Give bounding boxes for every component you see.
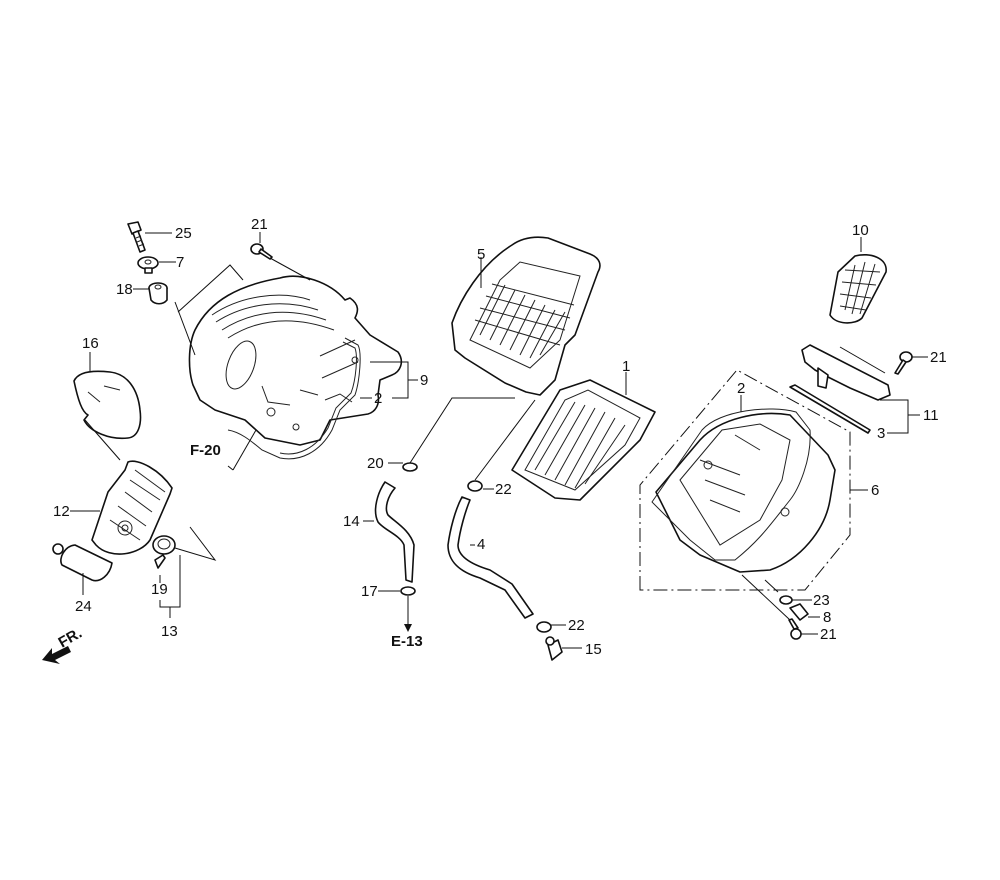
callout-21-top[interactable]: 21 [251, 216, 268, 233]
callout-23[interactable]: 23 [813, 592, 830, 609]
hose-clamp-small[interactable] [152, 535, 176, 555]
callout-18[interactable]: 18 [116, 281, 133, 298]
callout-5[interactable]: 5 [477, 246, 485, 263]
hose-clamp-22-lower[interactable] [536, 621, 552, 633]
air-cleaner-element[interactable] [511, 379, 656, 501]
callout-16[interactable]: 16 [82, 335, 99, 352]
callout-8[interactable]: 8 [823, 609, 831, 626]
callout-15[interactable]: 15 [585, 641, 602, 658]
callout-2-upper[interactable]: 2 [374, 390, 382, 407]
case-screw-icon [788, 618, 802, 640]
callout-19[interactable]: 19 [151, 581, 168, 598]
breather-hose-14[interactable] [374, 481, 415, 583]
callout-22-lower[interactable]: 22 [568, 617, 585, 634]
air-cleaner-element-holder[interactable] [451, 236, 601, 396]
intake-duct[interactable] [91, 460, 173, 555]
seal-strip-3[interactable] [789, 384, 871, 434]
callout-25[interactable]: 25 [175, 225, 192, 242]
screw-icon [250, 243, 273, 260]
callout-17[interactable]: 17 [361, 583, 378, 600]
hose-clamp-22-upper[interactable] [467, 480, 483, 492]
callout-1[interactable]: 1 [622, 358, 630, 375]
o-ring-23[interactable] [779, 595, 793, 605]
front-direction-label: FR. [56, 625, 85, 652]
callout-14[interactable]: 14 [343, 513, 360, 530]
hose-band-clamp-large[interactable] [52, 543, 113, 582]
callout-6[interactable]: 6 [871, 482, 879, 499]
callout-21-right[interactable]: 21 [930, 349, 947, 366]
reference-e13[interactable]: E-13 [391, 633, 423, 650]
air-cleaner-case-lower[interactable] [655, 412, 836, 573]
callout-12[interactable]: 12 [53, 503, 70, 520]
callout-9[interactable]: 9 [420, 372, 428, 389]
bracket-screw-icon [894, 351, 913, 375]
reference-f20[interactable]: F-20 [190, 442, 221, 459]
case-seal-gasket-upper[interactable] [227, 337, 361, 460]
callout-3[interactable]: 3 [877, 425, 885, 442]
washer-icon [137, 256, 159, 274]
front-direction-arrow-icon [42, 646, 71, 664]
callout-11[interactable]: 11 [923, 407, 939, 424]
hose-clamp-17[interactable] [400, 586, 416, 596]
bolt-icon [127, 221, 146, 253]
callout-10[interactable]: 10 [852, 222, 869, 239]
clamp-screw-icon [154, 554, 166, 569]
drain-hose-4[interactable] [447, 496, 534, 619]
callout-13[interactable]: 13 [161, 623, 178, 640]
callout-7[interactable]: 7 [176, 254, 184, 271]
callout-2-lower[interactable]: 2 [737, 380, 745, 397]
cover-bracket[interactable] [801, 344, 891, 401]
drain-plug-15[interactable] [545, 636, 563, 661]
callout-21-bottom[interactable]: 21 [820, 626, 837, 643]
callout-24[interactable]: 24 [75, 598, 92, 615]
grommet-icon [148, 282, 168, 305]
intake-funnel[interactable] [829, 254, 887, 324]
callout-20[interactable]: 20 [367, 455, 384, 472]
air-cleaner-case-cover[interactable] [188, 275, 403, 446]
callout-22-upper[interactable]: 22 [495, 481, 512, 498]
hose-clamp-20[interactable] [402, 462, 418, 472]
drain-plug-8[interactable] [789, 603, 809, 621]
case-seal-gasket-lower[interactable] [651, 408, 811, 561]
intake-cover[interactable] [73, 370, 142, 440]
callout-4[interactable]: 4 [477, 536, 485, 553]
